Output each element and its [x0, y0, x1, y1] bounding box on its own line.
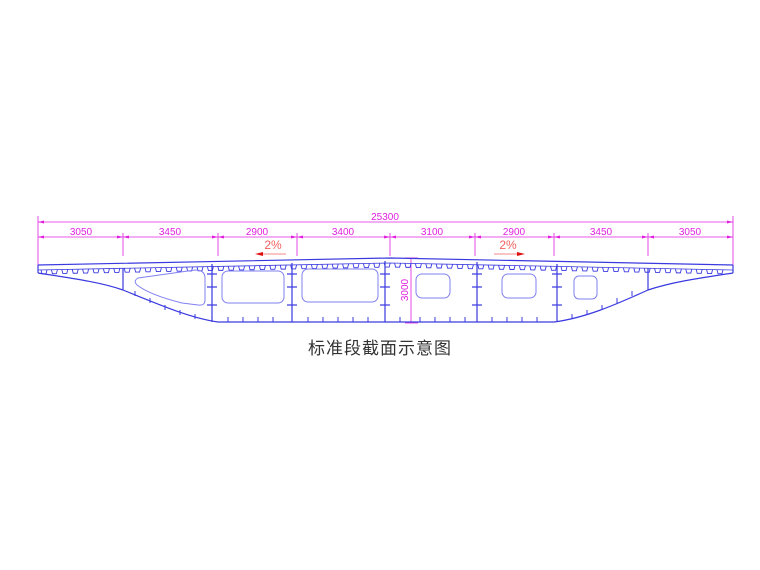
u-rib-icon — [414, 263, 422, 269]
u-rib-icon — [227, 266, 235, 271]
figure-caption: 标准段截面示意图 — [308, 339, 452, 359]
u-rib-icon — [664, 268, 672, 274]
u-rib-icon — [331, 263, 339, 269]
u-rib-icon — [685, 268, 693, 274]
u-rib-icon — [352, 263, 360, 269]
u-rib-icon — [144, 267, 152, 273]
u-rib-icon — [581, 266, 589, 272]
u-rib-icon — [394, 263, 402, 268]
u-rib-icon — [435, 263, 443, 269]
u-rib-icon — [550, 266, 558, 271]
u-rib-icon — [539, 266, 547, 271]
u-rib-icon — [300, 264, 308, 270]
u-rib-icon — [446, 264, 454, 269]
segment-dim-1: 3050 — [70, 227, 93, 238]
u-rib-icon — [425, 263, 433, 269]
u-rib-icon — [217, 266, 225, 271]
overall-width-label: 25300 — [371, 212, 399, 223]
u-rib-icon — [248, 265, 256, 271]
u-rib-icon — [498, 265, 506, 270]
deck-u-ribs — [40, 262, 724, 275]
u-rib-icon — [633, 267, 641, 273]
slope-arrow-right-icon — [494, 252, 525, 256]
u-rib-icon — [50, 269, 58, 275]
u-rib-icon — [269, 265, 277, 270]
u-rib-icon — [310, 264, 318, 269]
u-rib-icon — [612, 267, 620, 273]
u-rib-icon — [518, 265, 526, 271]
u-rib-icon — [674, 268, 682, 274]
segment-dim-2: 3450 — [159, 227, 182, 238]
web-stiffeners — [207, 273, 562, 306]
u-rib-icon — [102, 268, 110, 274]
u-rib-icon — [206, 266, 214, 272]
u-rib-icon — [290, 264, 298, 270]
u-rib-icon — [716, 269, 724, 275]
segment-dim-7: 3450 — [590, 227, 613, 238]
segment-dim-5: 3100 — [421, 227, 444, 238]
u-rib-icon — [61, 269, 69, 274]
u-rib-icon — [456, 264, 464, 269]
u-rib-icon — [487, 264, 495, 270]
u-rib-icon — [466, 264, 474, 270]
u-rib-icon — [123, 268, 131, 273]
slope-label-right: 2% — [499, 238, 517, 252]
dimension-arrows — [38, 220, 733, 239]
u-rib-icon — [373, 263, 381, 268]
u-rib-icon — [477, 264, 485, 270]
u-rib-icon — [165, 267, 173, 272]
u-rib-icon — [529, 265, 537, 271]
u-rib-icon — [404, 263, 412, 268]
u-rib-icon — [643, 268, 651, 273]
slope-label-left: 2% — [264, 238, 282, 252]
u-rib-icon — [258, 265, 266, 270]
u-rib-icon — [154, 267, 162, 273]
u-rib-icon — [591, 267, 599, 272]
u-rib-icon — [342, 263, 350, 269]
u-rib-icon — [383, 262, 391, 268]
u-rib-icon — [113, 268, 121, 273]
u-rib-icon — [92, 268, 100, 274]
u-rib-icon — [175, 267, 183, 272]
u-rib-icon — [622, 267, 630, 273]
slope-arrow-left-icon — [255, 252, 286, 256]
segment-dim-6: 2900 — [503, 227, 526, 238]
height-dim-label: 3000 — [400, 278, 411, 301]
u-rib-icon — [695, 269, 703, 274]
u-rib-icon — [362, 263, 370, 268]
u-rib-icon — [654, 268, 662, 273]
segment-dim-8: 3050 — [679, 227, 702, 238]
cell-openings — [134, 268, 598, 306]
u-rib-icon — [706, 269, 714, 274]
girder-outline — [37, 257, 734, 323]
u-rib-icon — [508, 265, 516, 270]
bottom-stiffeners — [134, 291, 633, 322]
u-rib-icon — [570, 266, 578, 272]
u-rib-icon — [134, 267, 142, 273]
u-rib-icon — [71, 269, 79, 274]
u-rib-icon — [40, 269, 48, 275]
u-rib-icon — [560, 266, 568, 272]
segment-dim-4: 3400 — [332, 227, 355, 238]
u-rib-icon — [238, 265, 246, 271]
segment-dim-3: 2900 — [246, 227, 269, 238]
u-rib-icon — [82, 268, 90, 274]
u-rib-icon — [279, 265, 287, 270]
u-rib-icon — [602, 267, 610, 272]
u-rib-icon — [321, 264, 329, 269]
